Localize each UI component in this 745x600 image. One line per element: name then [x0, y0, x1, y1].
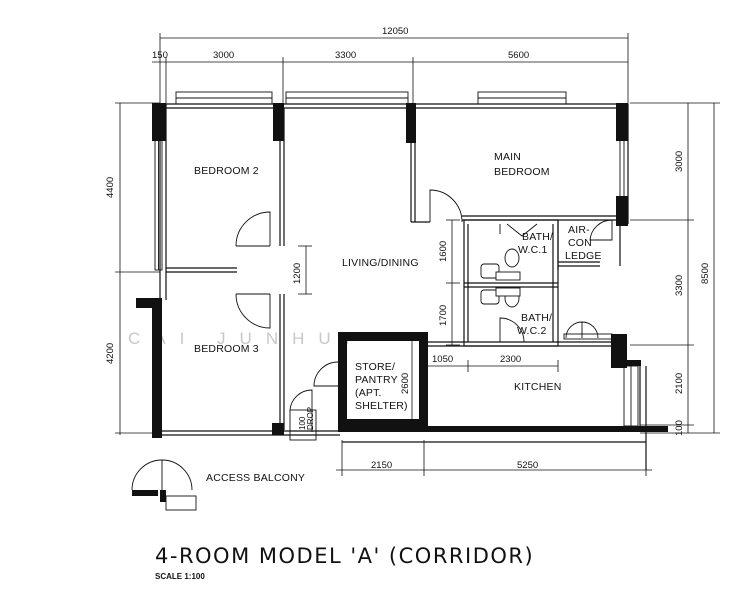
dim-top-3300: 3300: [335, 50, 356, 61]
dim-bath-1700: 1700: [438, 305, 449, 326]
refuse-label-100: 100: [298, 416, 307, 430]
dim-right-3300: 3300: [674, 275, 685, 296]
room-bedroom-2: BEDROOM 2: [194, 165, 259, 177]
room-aircon-line3: LEDGE: [565, 250, 602, 262]
dim-bath-1600: 1600: [438, 241, 449, 262]
dim-left-4400: 4400: [105, 177, 116, 198]
bath-fixtures: [480, 248, 521, 308]
room-aircon-line2: CON: [568, 237, 592, 249]
room-living-dining: LIVING/DINING: [342, 257, 419, 269]
thin-walls: [159, 103, 647, 470]
dim-store-2600: 2600: [400, 373, 411, 394]
dim-top-150: 150: [152, 50, 168, 61]
refuse-label-drop: DROP: [306, 407, 315, 430]
room-store-line2: PANTRY: [355, 374, 398, 386]
room-kitchen: KITCHEN: [514, 381, 562, 393]
dim-right-3000: 3000: [674, 151, 685, 172]
room-bath2-line2: W.C.2: [517, 325, 547, 337]
room-access-balcony: ACCESS BALCONY: [206, 472, 305, 484]
dim-bottom-5250: 5250: [517, 460, 538, 471]
dim-door-1200: 1200: [292, 263, 303, 284]
dim-top-5600: 5600: [508, 50, 529, 61]
dim-top-3000: 3000: [213, 50, 234, 61]
room-aircon-line1: AIR-: [568, 224, 590, 236]
room-bedroom-3: BEDROOM 3: [194, 343, 259, 355]
watermark: CAI JUNHUI: [128, 329, 363, 348]
dim-overall-width: 12050: [382, 26, 408, 37]
room-store-line1: STORE/: [355, 361, 395, 373]
drawing-scale: SCALE 1:100: [155, 572, 205, 581]
drawing-title: 4-ROOM MODEL 'A' (CORRIDOR): [155, 544, 534, 568]
room-main-bedroom-line2: BEDROOM: [494, 166, 550, 178]
room-bath1-line1: BATH/: [522, 231, 553, 243]
thick-walls: [132, 103, 668, 502]
dim-right-100: 100: [674, 420, 685, 436]
dim-right-2100: 2100: [674, 373, 685, 394]
room-bath1-line2: W.C.1: [518, 244, 548, 256]
dim-mid-1050: 1050: [432, 354, 453, 365]
dim-left-4200: 4200: [105, 343, 116, 364]
door-swings: [131, 189, 613, 511]
dim-mid-2300: 2300: [500, 354, 521, 365]
dim-bottom-2150: 2150: [371, 460, 392, 471]
room-main-bedroom-line1: MAIN: [494, 151, 521, 163]
room-bath2-line1: BATH/: [521, 312, 552, 324]
windows: [154, 91, 639, 427]
room-store-line3: (APT.: [355, 387, 382, 399]
dim-right-8500: 8500: [700, 263, 711, 284]
room-store-line4: SHELTER): [355, 400, 408, 412]
